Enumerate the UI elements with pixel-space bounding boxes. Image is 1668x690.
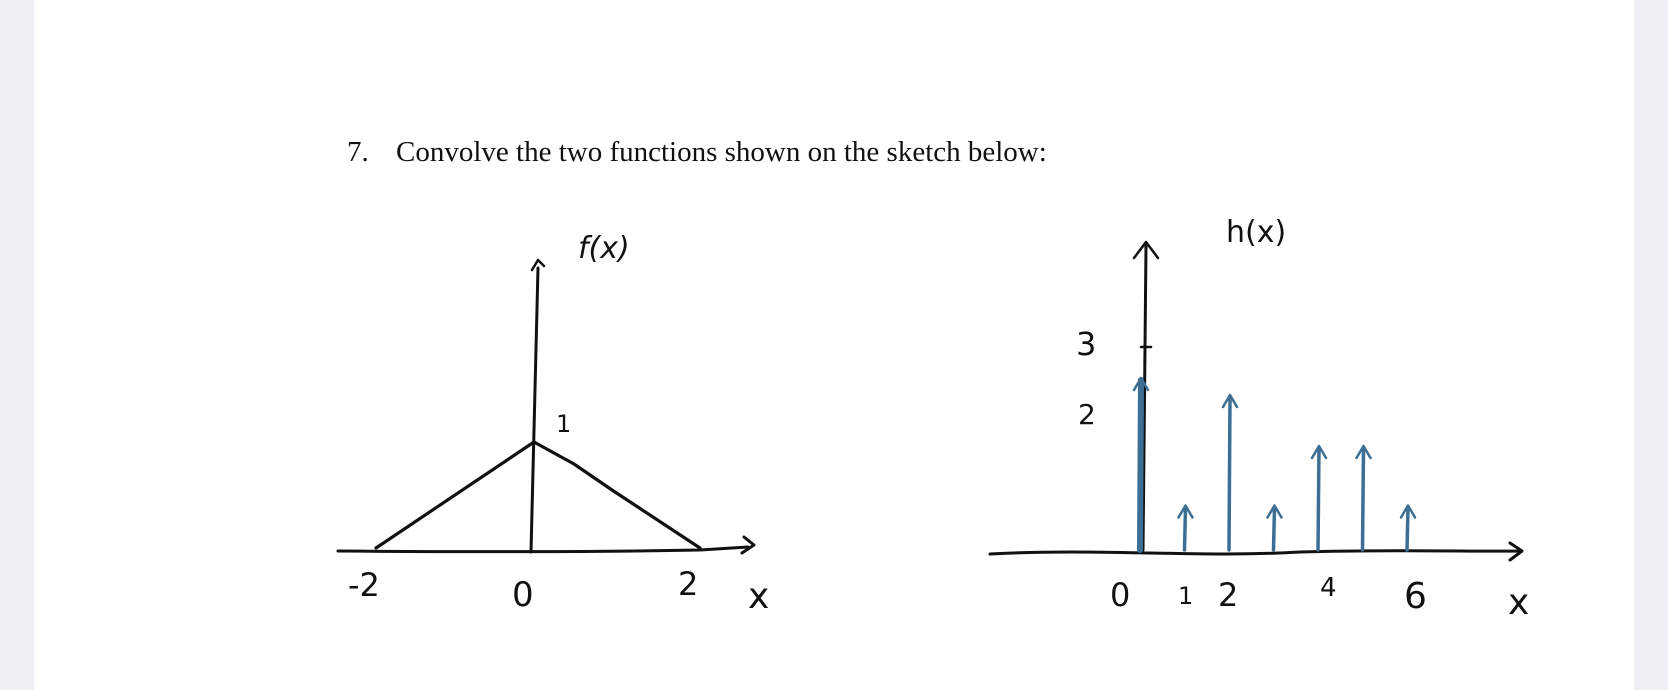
h-impulse-arrowhead-x1 [1177, 504, 1194, 519]
h-y-tick-label-3: 3 [1076, 325, 1096, 363]
h-x-tick-1: 1 [1178, 582, 1193, 610]
f-tick-2: 2 [678, 565, 698, 603]
h-impulse-x1 [1182, 505, 1188, 552]
h-x-tick-6: 6 [1404, 576, 1427, 617]
h-y-axis [1141, 244, 1148, 552]
h-x-tick-4: 4 [1320, 573, 1337, 603]
document-page: 7. Convolve the two functions shown on th… [34, 0, 1634, 690]
h-impulse-x0 [1137, 377, 1144, 553]
h-x-axis-label: x [1508, 582, 1529, 623]
h-x-axis-arrowhead [1508, 541, 1524, 562]
f-tick-0: 0 [512, 575, 534, 615]
f-y-axis [529, 266, 540, 554]
f-x-axis [336, 545, 750, 554]
f-x-axis-label: x [748, 576, 769, 617]
h-impulse-x2 [1227, 395, 1232, 552]
h-x-axis [988, 549, 1522, 556]
h-x-tick-2: 2 [1218, 576, 1238, 614]
h-impulse-arrowhead-x6 [1399, 504, 1417, 519]
f-tick-neg2: -2 [348, 566, 380, 604]
h-impulse-x6 [1405, 505, 1410, 552]
f-peak-label: 1 [556, 410, 571, 438]
f-x-axis-arrowhead [740, 535, 756, 555]
h-y-tick-label-2: 2 [1078, 398, 1096, 431]
h-impulses [1132, 376, 1417, 553]
h-y-axis-arrowhead [1132, 240, 1160, 260]
question-number: 7. [347, 136, 369, 168]
h-impulse-x4 [1316, 446, 1321, 552]
sketch-h: h(x) 3 2 0 1 2 4 6 x [988, 215, 1529, 623]
h-label: h(x) [1226, 215, 1286, 250]
question-text: Convolve the two functions shown on the … [396, 136, 1047, 168]
h-impulse-arrowhead-x2 [1221, 393, 1239, 409]
h-impulse-arrowhead-x4 [1310, 444, 1328, 460]
sketch-f: f(x) 1 -2 0 2 x [336, 231, 769, 617]
f-triangle [374, 440, 702, 550]
question-7: 7. Convolve the two functions shown on th… [347, 138, 1047, 167]
h-impulse-arrowhead-x5 [1355, 444, 1372, 460]
h-impulse-x3 [1271, 505, 1277, 552]
h-impulse-x5 [1360, 446, 1366, 552]
f-label: f(x) [578, 231, 630, 266]
h-impulse-arrowhead-x3 [1266, 504, 1283, 519]
h-x-tick-0: 0 [1110, 576, 1130, 614]
f-y-axis-arrowhead [530, 258, 546, 272]
h-impulse-arrowhead-x0 [1132, 376, 1150, 392]
